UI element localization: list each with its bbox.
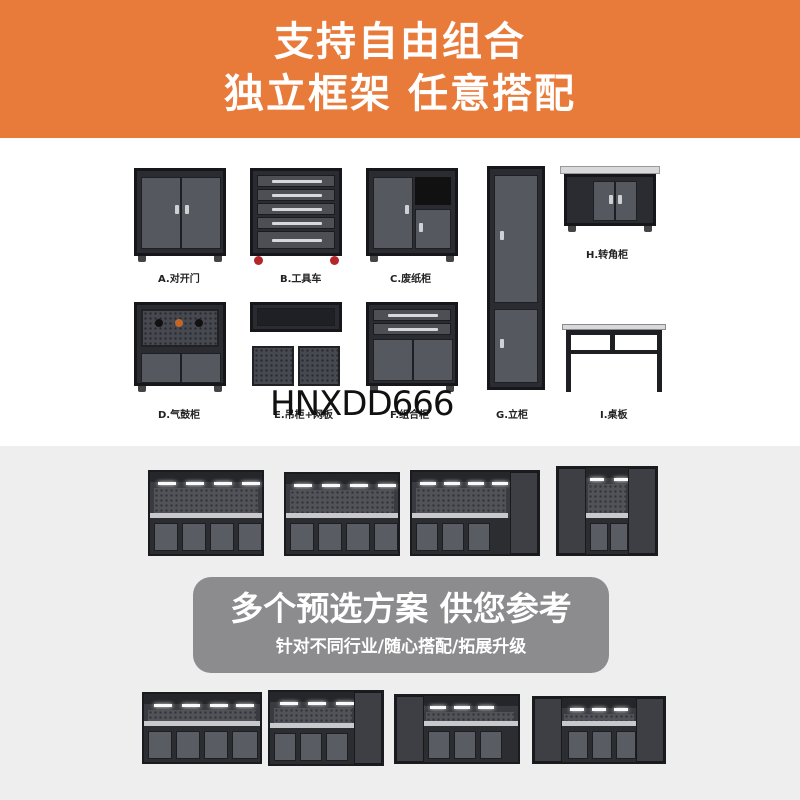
- cabinet-body: [134, 168, 226, 256]
- door-handle-icon: [618, 195, 622, 204]
- top-banner: 支持自由组合 独立框架 任意搭配: [0, 0, 800, 138]
- cabinet-body: [366, 168, 458, 256]
- promo-title: 多个预选方案 供您参考: [230, 589, 572, 628]
- hanging-cabinet: [250, 302, 342, 332]
- product-a-double-door-cabinet: A.对开门: [134, 168, 226, 296]
- combo-preview-3: [410, 470, 540, 556]
- cabinet-leg: [644, 226, 652, 232]
- combo-preview-6: [268, 690, 384, 766]
- door-handle-icon: [175, 205, 179, 214]
- promo-banner: 多个预选方案 供您参考 针对不同行业/随心搭配/拓展升级: [193, 577, 609, 673]
- mesh-panel: [252, 346, 294, 386]
- combo-preview-2: [284, 472, 400, 556]
- cabinet-leg: [446, 256, 454, 262]
- product-label-f: F.组合柜: [390, 410, 430, 421]
- watermark-text: HNXDD666: [270, 384, 455, 424]
- promo-subtitle: 针对不同行业/随心搭配/拓展升级: [275, 637, 527, 657]
- workbench-top: [562, 324, 666, 330]
- tool-pegboard: [141, 309, 219, 347]
- cabinet-door-left: [141, 177, 181, 249]
- cabinet-body: [366, 302, 458, 386]
- combo-preview-4: [556, 466, 658, 556]
- cabinet-leg: [370, 256, 378, 262]
- door-handle-icon: [405, 205, 409, 214]
- cabinet-door-right: [413, 339, 453, 381]
- combo-preview-1: [148, 470, 264, 556]
- door-handle-icon: [419, 223, 423, 232]
- cabinet-upper-door: [494, 175, 538, 303]
- drawer: [257, 217, 335, 229]
- product-label-i: I.桌板: [600, 410, 628, 421]
- cabinet-door: [593, 181, 615, 221]
- corner-cabinet-top: [560, 166, 660, 174]
- cabinet-body: [134, 302, 226, 386]
- product-label-c: C.废纸柜: [390, 274, 432, 285]
- workbench-crossbar: [566, 350, 662, 354]
- mesh-panel: [298, 346, 340, 386]
- drawer: [257, 231, 335, 249]
- product-c-waste-paper-cabinet: C.废纸柜: [366, 168, 458, 296]
- cabinet-leg: [446, 386, 454, 392]
- product-label-g: G.立柜: [496, 410, 529, 421]
- product-label-b: B.工具车: [280, 274, 322, 285]
- product-b-tool-cart: B.工具车: [250, 168, 342, 296]
- combo-preview-7: [394, 694, 520, 764]
- door-handle-icon: [609, 195, 613, 204]
- product-h-corner-cabinet: H.转角柜: [560, 166, 660, 262]
- product-label-a: A.对开门: [158, 274, 200, 285]
- air-tool-icon: [175, 319, 183, 327]
- door-handle-icon: [500, 231, 504, 240]
- corner-cabinet-body: [564, 174, 656, 226]
- drawer: [373, 309, 451, 321]
- combo-preview-8: [532, 696, 666, 764]
- banner-title-line2: 独立框架 任意搭配: [224, 71, 576, 117]
- cabinet-door-left: [141, 353, 181, 383]
- banner-title-line1: 支持自由组合: [274, 19, 526, 65]
- open-slot: [415, 177, 451, 205]
- drawer: [373, 323, 451, 335]
- cabinet-leg: [138, 386, 146, 392]
- cabinet-door-right: [181, 353, 221, 383]
- product-catalog: A.对开门 B.工具车 C.废纸柜: [0, 138, 800, 446]
- product-d-pneumatic-cabinet: D.气鼓柜: [134, 302, 226, 422]
- door-handle-icon: [500, 339, 504, 348]
- air-tool-icon: [155, 319, 163, 327]
- tool-cart-body: [250, 168, 342, 256]
- combo-preview-5: [142, 692, 262, 764]
- workbench-center-leg: [610, 330, 615, 352]
- product-i-workbench: I.桌板: [562, 324, 666, 424]
- cabinet-leg: [214, 256, 222, 262]
- cart-wheel-icon: [330, 256, 339, 265]
- cabinet-leg: [214, 386, 222, 392]
- product-label-h: H.转角柜: [586, 250, 629, 261]
- drawer: [257, 203, 335, 215]
- cabinet-door: [615, 181, 637, 221]
- product-e-hanging-cabinet-mesh: E.吊柜+网板: [250, 302, 350, 422]
- door-handle-icon: [185, 205, 189, 214]
- tall-cabinet-body: [487, 166, 545, 390]
- drawer: [257, 175, 335, 187]
- cart-wheel-icon: [254, 256, 263, 265]
- cabinet-leg: [138, 256, 146, 262]
- product-label-e: E.吊柜+网板: [274, 410, 334, 421]
- product-g-tall-cabinet: [487, 166, 545, 428]
- product-label-d: D.气鼓柜: [158, 410, 201, 421]
- air-tool-icon: [195, 319, 203, 327]
- product-f-combination-cabinet: F.组合柜: [366, 302, 458, 422]
- cabinet-leg: [568, 226, 576, 232]
- cabinet-door-left: [373, 339, 413, 381]
- cabinet-leg: [370, 386, 378, 392]
- drawer: [257, 189, 335, 201]
- hanging-cabinet-door: [257, 308, 335, 326]
